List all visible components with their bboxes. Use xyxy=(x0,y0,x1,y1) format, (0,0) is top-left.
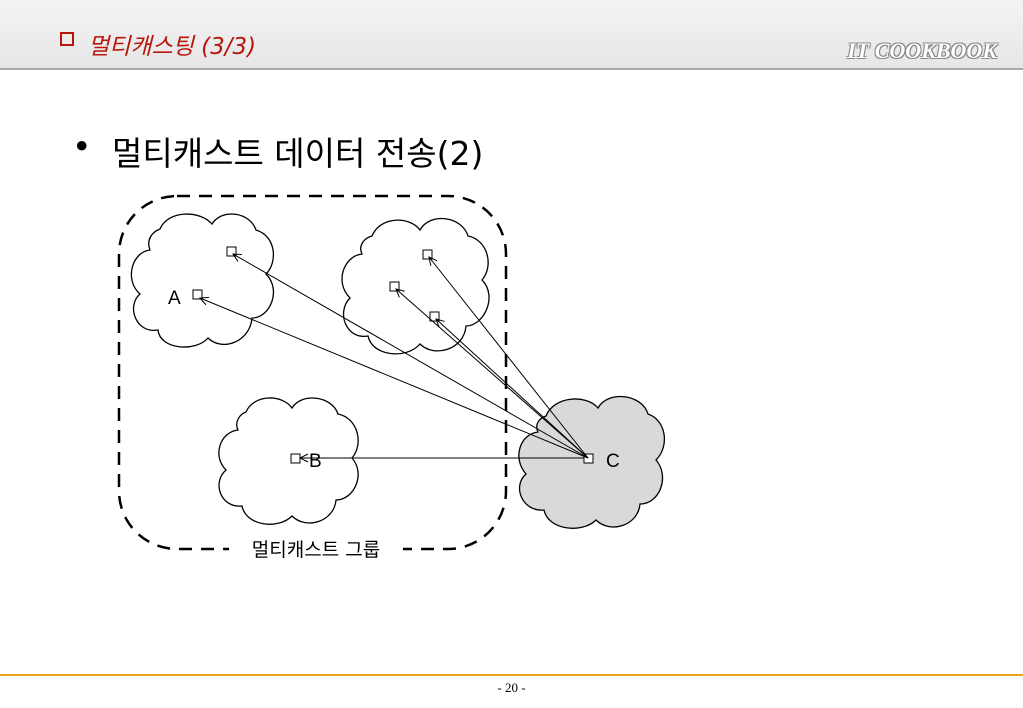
network-cloud-a xyxy=(130,213,275,348)
page-number: - 20 - xyxy=(497,680,526,695)
slide-heading: 멀티캐스트 데이터 전송(2) xyxy=(112,134,484,173)
square-outline-icon xyxy=(60,32,74,46)
node-label-a: A xyxy=(168,288,181,309)
host-node xyxy=(226,246,237,257)
transmission-arrow xyxy=(429,257,589,459)
slide-header: 멀티캐스팅 (3/3) IT COOKBOOK xyxy=(0,0,1023,70)
network-cloud-b xyxy=(218,397,359,525)
host-node-b xyxy=(290,453,301,464)
brand-logo-text: IT COOKBOOK xyxy=(847,38,997,63)
transmission-arrow xyxy=(396,289,589,459)
host-node-a xyxy=(192,289,203,300)
transmission-arrow xyxy=(436,319,589,459)
bullet-marker: • xyxy=(72,127,92,166)
slide-title: 멀티캐스팅 (3/3) xyxy=(88,34,257,60)
node-label-c: C xyxy=(606,451,620,472)
transmission-arrow xyxy=(233,254,589,459)
footer-divider xyxy=(0,674,1023,676)
host-node xyxy=(429,311,440,322)
group-label: 멀티캐스트 그룹 xyxy=(252,539,380,561)
transmission-arrow xyxy=(200,298,589,459)
node-label-b: B xyxy=(309,451,322,472)
network-cloud-top-right xyxy=(341,217,490,355)
host-node xyxy=(389,281,400,292)
host-node xyxy=(422,249,433,260)
